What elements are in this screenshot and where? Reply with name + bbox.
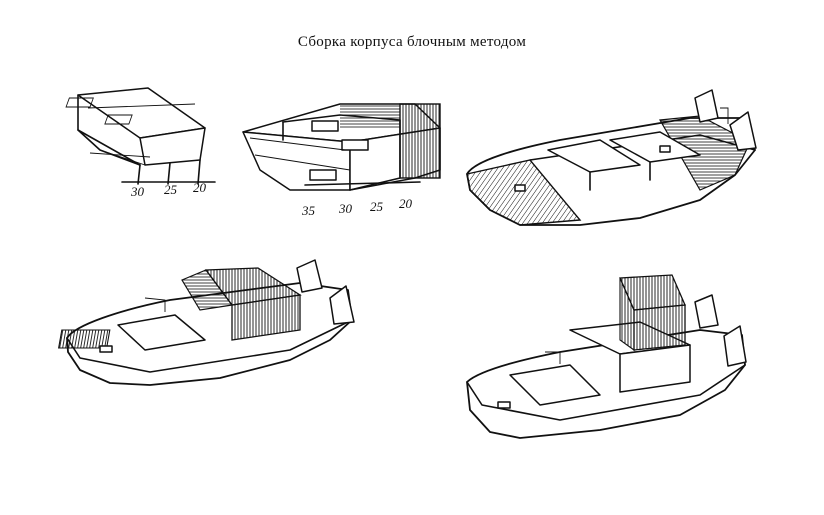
frame-label: 30: [338, 201, 353, 216]
block-stage-3: [466, 89, 757, 226]
frame-label: 25: [370, 199, 384, 214]
block-stage-5: [466, 274, 747, 439]
block-stage-4: [57, 259, 355, 386]
frame-label: 20: [193, 180, 207, 195]
frame-label: 20: [399, 196, 413, 211]
frame-label: 25: [164, 182, 178, 197]
diagram-title: Сборка корпуса блочным методом: [297, 34, 527, 50]
block-stage-2: 35 30 25 20: [242, 103, 441, 218]
frame-label: 30: [130, 184, 145, 199]
block-stage-1: 30 25 20: [65, 87, 216, 199]
frame-label: 35: [301, 203, 316, 218]
